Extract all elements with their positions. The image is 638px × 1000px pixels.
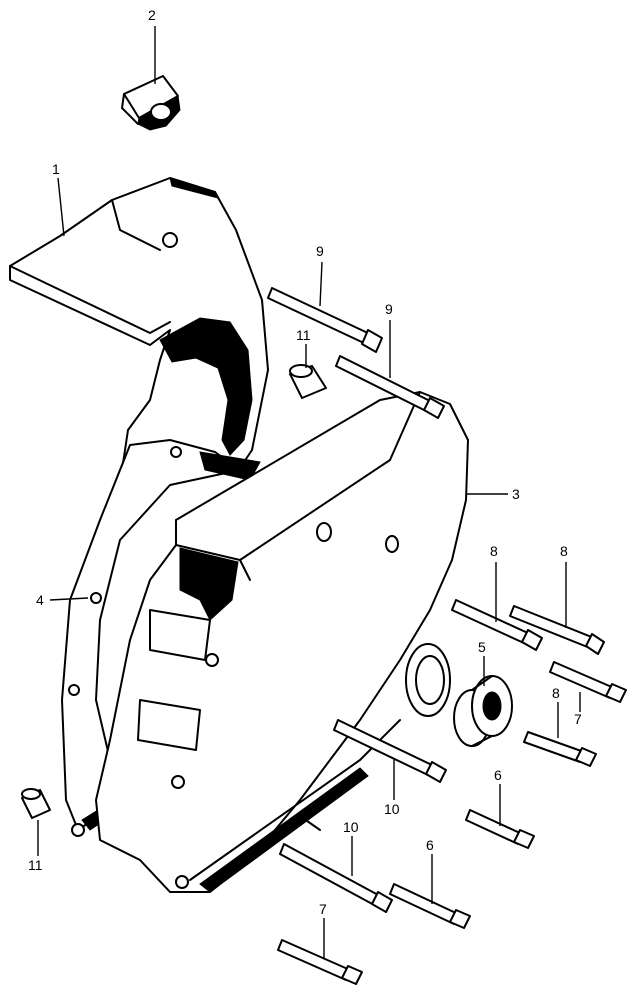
bolt-part-8-left [451,599,543,651]
callout-11-upper: 11 [296,327,311,343]
callout-8-lower: 8 [552,685,560,701]
bolt-part-6-lower [389,883,471,929]
callout-1: 1 [52,161,60,177]
bolt-part-9-upper [267,287,383,353]
callout-11-lower: 11 [28,857,43,873]
callout-9-lower: 9 [385,301,393,317]
upper-cover-part-1 [9,177,269,471]
bolt-part-7-right [549,661,627,703]
callout-3: 3 [512,486,520,502]
collar-part-2 [121,75,181,131]
callout-9-upper: 9 [316,243,324,259]
bolt-part-6-upper [465,809,535,849]
bolt-part-8-lower [523,731,597,767]
callout-7-bottom: 7 [319,901,327,917]
bolt-part-8-right [509,605,605,655]
bolt-part-7-bottom [277,939,363,985]
gasket-part-4 [61,439,261,837]
callout-10-upper: 10 [384,801,400,817]
callout-5: 5 [478,639,486,655]
bearing-part-5 [453,675,513,747]
bolt-part-10-upper [333,719,447,783]
callout-7-right: 7 [574,711,582,727]
callout-6-upper: 6 [494,767,502,783]
bolt-part-9-lower [335,355,445,419]
leader-lines [37,26,581,958]
callout-4: 4 [36,592,44,608]
callout-8-left: 8 [490,543,498,559]
dowel-part-11-lower [21,788,51,819]
callout-10-lower: 10 [343,819,359,835]
callout-6-lower: 6 [426,837,434,853]
crankcase-cover-part-3 [95,391,469,893]
dowel-part-11-upper [289,364,327,399]
bolt-part-10-lower [279,843,393,913]
callout-2: 2 [148,7,156,23]
callout-8-right: 8 [560,543,568,559]
